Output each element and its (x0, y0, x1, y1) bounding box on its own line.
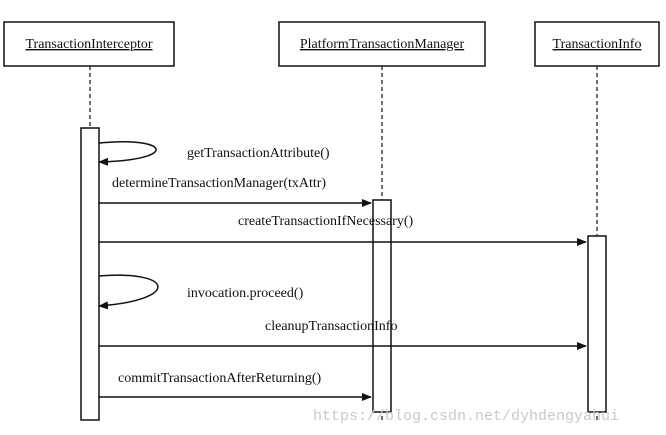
participant-info-label: TransactionInfo (553, 37, 642, 52)
message-proceed-label: invocation.proceed() (187, 286, 304, 301)
message-cleanup-label: cleanupTransactionInfo (265, 319, 397, 334)
message-create-tx-label: createTransactionIfNecessary() (238, 214, 414, 229)
participant-manager-label: PlatformTransactionManager (300, 37, 465, 52)
message-determine-manager-label: determineTransactionManager(txAttr) (112, 176, 326, 191)
activation-info (587, 235, 607, 413)
activation-manager (372, 199, 392, 413)
self-call-arrow-get-attr (98, 140, 157, 166)
watermark-text: https://blog.csdn.net/dyhdengyahui (313, 408, 619, 425)
participant-manager: PlatformTransactionManager (278, 21, 486, 67)
self-call-arrow-proceed (98, 274, 159, 310)
participant-interceptor: TransactionInterceptor (3, 21, 175, 67)
activation-interceptor (80, 127, 100, 421)
participant-info: TransactionInfo (534, 21, 660, 67)
message-commit-label: commitTransactionAfterReturning() (118, 371, 322, 386)
message-get-attr-label: getTransactionAttribute() (187, 146, 330, 161)
participant-interceptor-label: TransactionInterceptor (26, 37, 153, 52)
